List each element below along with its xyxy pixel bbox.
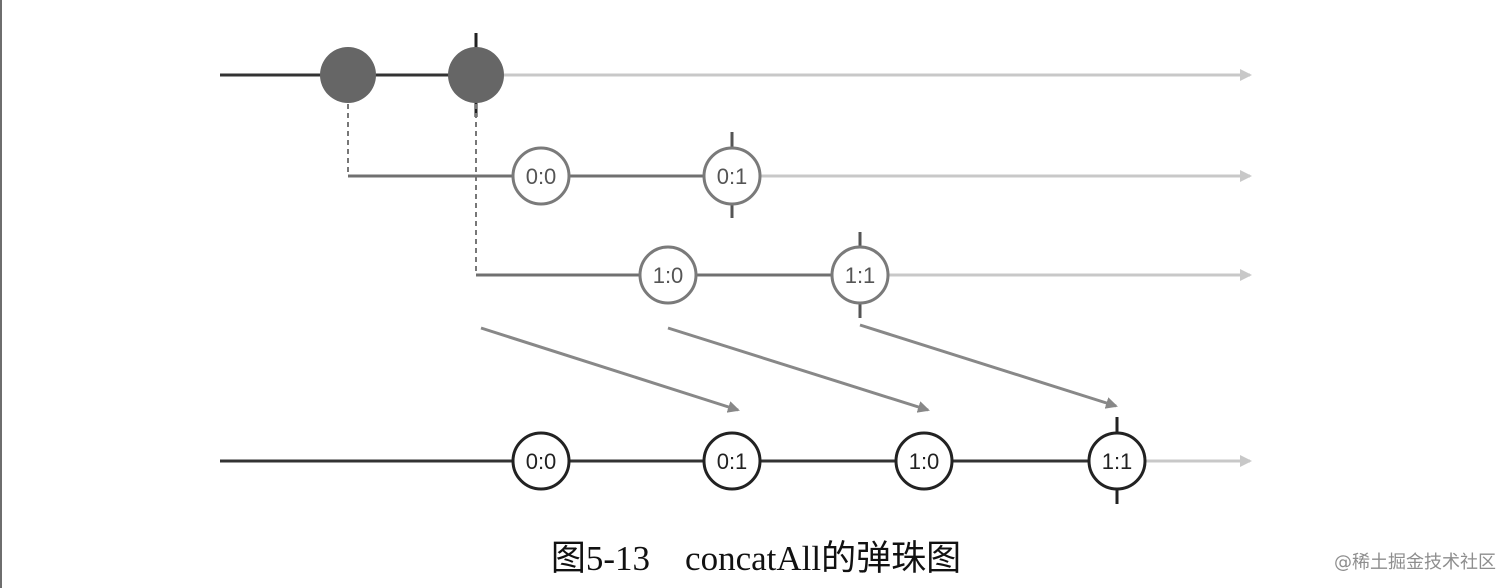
source-timeline xyxy=(220,33,1252,117)
inner-marble-0-0-label: 0:0 xyxy=(526,164,557,189)
output-marble-1-label: 0:1 xyxy=(717,449,748,474)
inner-marble-0-1-label: 0:1 xyxy=(717,164,748,189)
inner-marble-1-1-label: 1:1 xyxy=(845,263,876,288)
left-border xyxy=(0,0,2,588)
output-marble-3: 1:1 xyxy=(1087,431,1147,491)
output-marble-1: 0:1 xyxy=(702,431,762,491)
inner-marble-0-1: 0:1 xyxy=(702,146,762,206)
flow-arrow-2 xyxy=(859,323,1118,409)
inner-marble-0-0: 0:0 xyxy=(511,146,571,206)
flow-arrow-0 xyxy=(480,326,740,413)
flow-arrow-1 xyxy=(667,326,930,413)
outer-marble-1 xyxy=(448,47,504,103)
output-marble-3-label: 1:1 xyxy=(1102,449,1133,474)
inner-stream-0: 0:0 0:1 xyxy=(348,132,1252,218)
output-timeline: 0:0 0:1 1:0 1:1 xyxy=(220,417,1252,504)
output-marble-0: 0:0 xyxy=(511,431,571,491)
inner-stream-1: 1:0 1:1 xyxy=(476,232,1252,318)
figure-caption: 图5-13 concatAll的弹珠图 xyxy=(550,539,962,578)
output-marble-0-label: 0:0 xyxy=(526,449,557,474)
output-marble-2: 1:0 xyxy=(894,431,954,491)
output-marble-2-label: 1:0 xyxy=(909,449,940,474)
outer-marble-0 xyxy=(320,47,376,103)
inner-marble-1-0: 1:0 xyxy=(638,245,698,305)
watermark: @稀土掘金技术社区 xyxy=(1334,552,1496,573)
inner-marble-1-0-label: 1:0 xyxy=(653,263,684,288)
inner-marble-1-1: 1:1 xyxy=(830,245,890,305)
